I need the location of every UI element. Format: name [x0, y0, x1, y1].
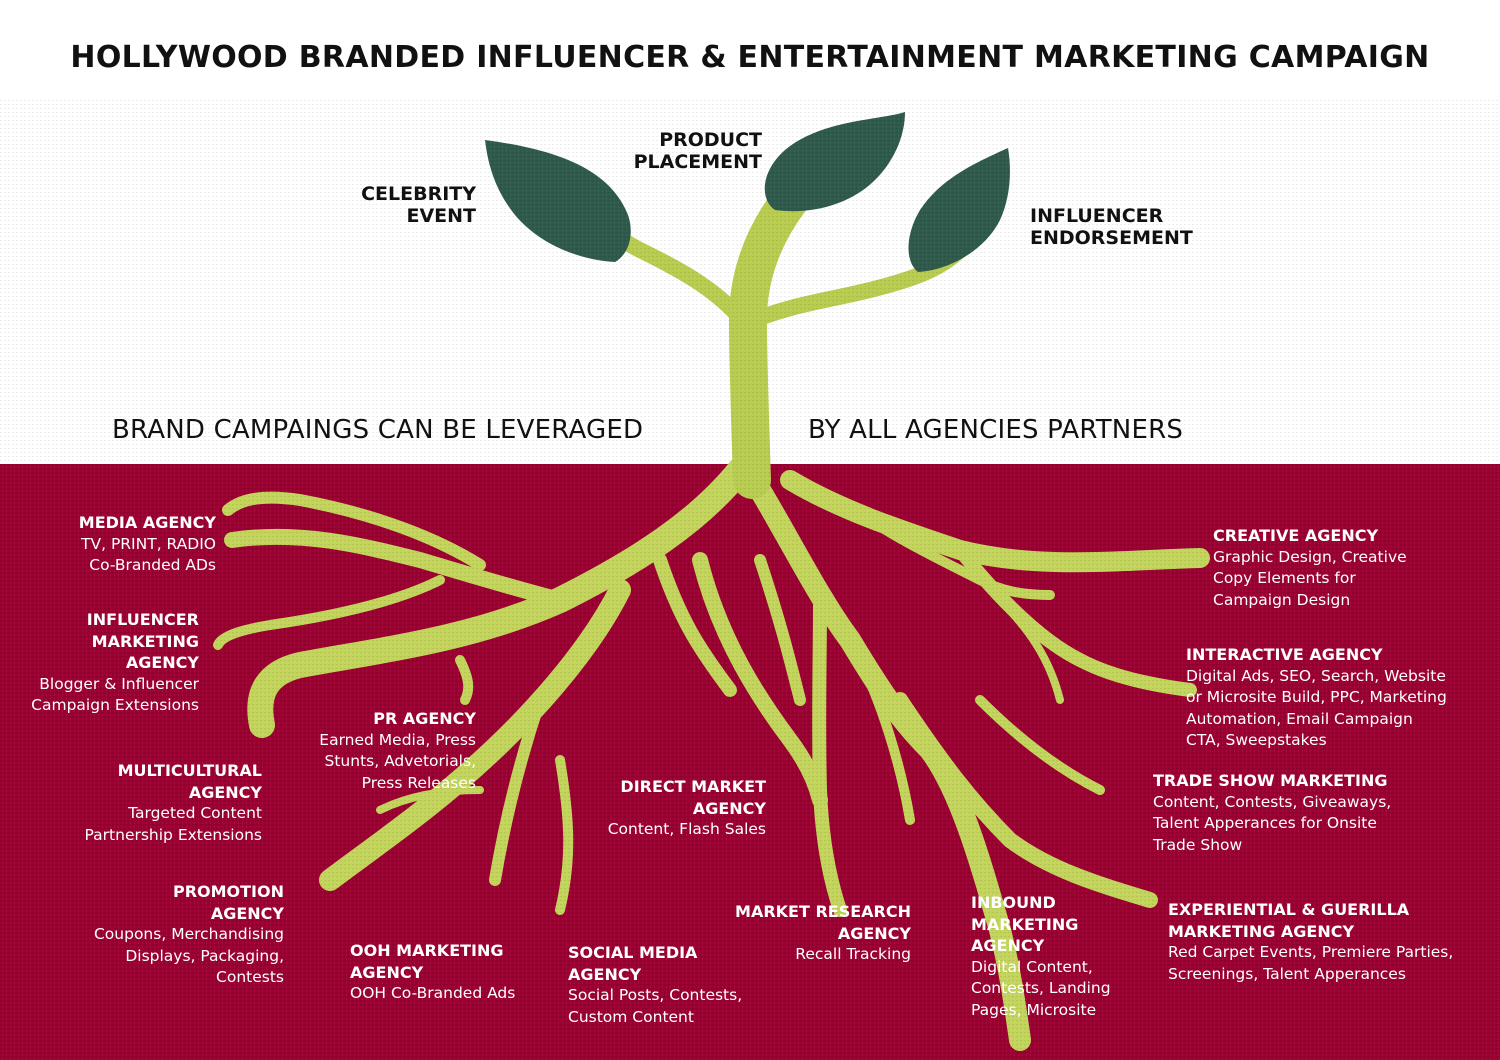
agency-name: PROMOTION: [172, 882, 284, 901]
agency-media: MEDIA AGENCY TV, PRINT, RADIO Co-Branded…: [0, 512, 216, 577]
tagline-right: BY ALL AGENCIES PARTNERS: [808, 415, 1184, 445]
agency-name: AGENCY: [837, 923, 911, 943]
agency-ooh: OOH MARKETING AGENCY OOH Co-Branded Ads: [350, 940, 550, 1005]
agency-detail: Co-Branded ADs: [89, 556, 216, 574]
agency-creative: CREATIVE AGENCY Graphic Design, Creative…: [1213, 525, 1473, 611]
agency-name: MARKETING: [971, 914, 1079, 934]
agency-detail: Copy Elements for: [1213, 569, 1356, 587]
agency-detail: Digital Ads, SEO, Search, Website: [1186, 666, 1446, 685]
agency-name: AGENCY: [350, 962, 424, 982]
leaf-label-line: PRODUCT: [659, 129, 762, 151]
leaf-label-product-placement: PRODUCT PLACEMENT: [600, 129, 762, 173]
agency-detail: Campaign Design: [1213, 590, 1351, 609]
agency-detail: Displays, Packaging,: [125, 946, 284, 965]
agency-name: CREATIVE AGENCY: [1213, 526, 1379, 545]
agency-name: AGENCY: [210, 903, 284, 923]
agency-name: MARKETING AGENCY: [1168, 921, 1355, 941]
leaf-label-line: INFLUENCER: [1030, 205, 1164, 227]
agency-social-media: SOCIAL MEDIA AGENCY Social Posts, Contes…: [568, 942, 768, 1028]
agency-detail: Digital Content,: [971, 957, 1093, 976]
agency-name: TRADE SHOW MARKETING: [1153, 771, 1388, 790]
agency-name: INBOUND: [971, 893, 1056, 912]
agency-detail: Press Releases: [361, 773, 476, 792]
agency-detail: CTA, Sweepstakes: [1186, 731, 1327, 749]
agency-name: AGENCY: [971, 936, 1045, 955]
agency-detail: TV, PRINT, RADIO: [81, 534, 216, 553]
leaf-label-line: EVENT: [406, 205, 476, 227]
agency-detail: Stunts, Advetorials,: [324, 752, 477, 770]
agency-detail: Pages, Microsite: [971, 1000, 1097, 1019]
agency-detail: Content, Contests, Giveaways,: [1153, 792, 1392, 811]
leaf-label-line: PLACEMENT: [633, 151, 762, 173]
agency-detail: Campaign Extensions: [31, 696, 199, 714]
agency-name: AGENCY: [125, 653, 199, 672]
agency-experiential: EXPERIENTIAL & GUERILLA MARKETING AGENCY…: [1168, 899, 1488, 985]
agency-name: INTERACTIVE AGENCY: [1186, 645, 1383, 664]
leaf-label-line: CELEBRITY: [361, 183, 476, 205]
agency-name: MARKETING: [91, 631, 199, 651]
agency-name: MEDIA AGENCY: [78, 513, 216, 532]
agency-name: SOCIAL MEDIA: [568, 943, 698, 962]
agency-detail: Trade Show: [1153, 835, 1243, 854]
agency-detail: Earned Media, Press: [319, 730, 476, 749]
agency-detail: Contests: [216, 968, 284, 986]
agency-direct-market: DIRECT MARKET AGENCY Content, Flash Sale…: [580, 776, 766, 841]
agency-detail: Contests, Landing: [971, 979, 1111, 997]
agency-pr: PR AGENCY Earned Media, Press Stunts, Ad…: [290, 708, 476, 794]
agency-detail: Partnership Extensions: [84, 825, 262, 844]
agency-name: AGENCY: [692, 798, 766, 818]
agency-name: AGENCY: [568, 964, 642, 984]
agency-detail: Blogger & Influencer: [39, 674, 199, 693]
agency-name: MULTICULTURAL: [117, 761, 262, 780]
agency-interactive: INTERACTIVE AGENCY Digital Ads, SEO, Sea…: [1186, 644, 1486, 752]
page-title: HOLLYWOOD BRANDED INFLUENCER & ENTERTAIN…: [70, 40, 1430, 75]
agency-detail: OOH Co-Branded Ads: [350, 984, 516, 1002]
agency-detail: Talent Apperances for Onsite: [1153, 814, 1377, 832]
agency-name: PR AGENCY: [373, 709, 476, 728]
agency-multicultural: MULTICULTURAL AGENCY Targeted Content Pa…: [0, 760, 262, 846]
agency-detail: Custom Content: [568, 1007, 694, 1026]
leaf-label-line: ENDORSEMENT: [1030, 227, 1193, 249]
agency-trade-show: TRADE SHOW MARKETING Content, Contests, …: [1153, 770, 1453, 856]
agency-name: EXPERIENTIAL & GUERILLA: [1168, 900, 1410, 919]
agency-detail: Recall Tracking: [795, 945, 911, 963]
agency-detail: Social Posts, Contests,: [568, 986, 743, 1004]
agency-detail: Screenings, Talent Apperances: [1168, 964, 1406, 983]
agency-inbound: INBOUND MARKETING AGENCY Digital Content…: [971, 892, 1141, 1021]
agency-promotion: PROMOTION AGENCY Coupons, Merchandising …: [0, 881, 284, 989]
agency-name: AGENCY: [188, 782, 262, 802]
agency-detail: or Microsite Build, PPC, Marketing: [1186, 688, 1447, 706]
agency-detail: Content, Flash Sales: [607, 820, 766, 838]
agency-name: INFLUENCER: [86, 610, 199, 629]
tagline-left: BRAND CAMPAINGS CAN BE LEVERAGED: [112, 415, 644, 445]
agency-detail: Graphic Design, Creative: [1213, 547, 1407, 566]
agency-detail: Red Carpet Events, Premiere Parties,: [1168, 943, 1454, 961]
agency-detail: Automation, Email Campaign: [1186, 709, 1413, 728]
agency-market-research: MARKET RESEARCH AGENCY Recall Tracking: [700, 901, 911, 966]
agency-detail: Targeted Content: [128, 804, 262, 822]
leaf-label-celebrity-event: CELEBRITY EVENT: [330, 183, 476, 227]
agency-name: MARKET RESEARCH: [735, 902, 911, 921]
agency-detail: Coupons, Merchandising: [93, 925, 284, 943]
agency-influencer-marketing: INFLUENCER MARKETING AGENCY Blogger & In…: [0, 609, 199, 717]
leaf-label-influencer-endorsement: INFLUENCER ENDORSEMENT: [1030, 205, 1230, 249]
agency-name: OOH MARKETING: [350, 941, 504, 960]
agency-name: DIRECT MARKET: [620, 777, 766, 796]
